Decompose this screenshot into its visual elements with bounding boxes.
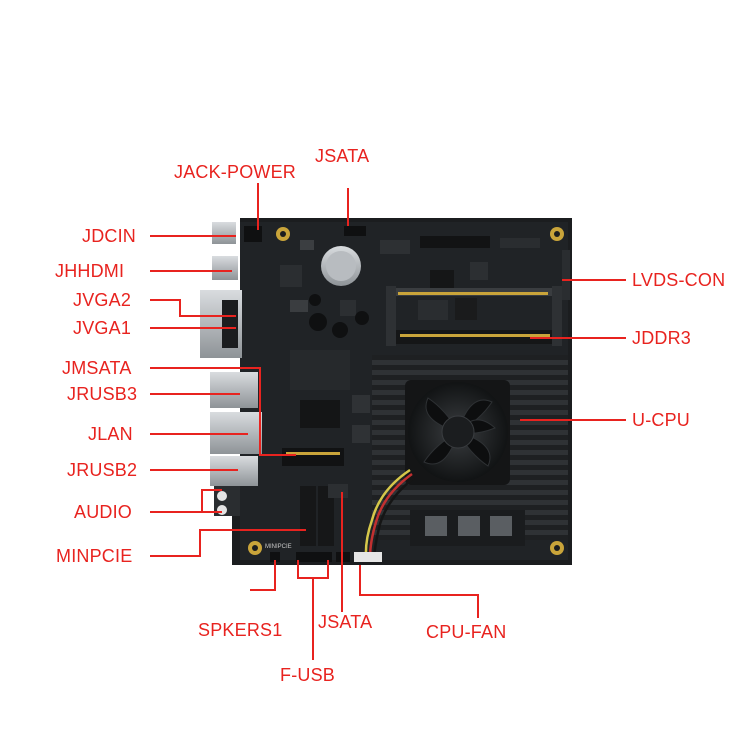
usb3-connector xyxy=(210,372,258,408)
label-u-cpu: U-CPU xyxy=(632,410,690,430)
label-minpcie: MINPCIE xyxy=(56,546,133,566)
dc-jack-connector xyxy=(212,222,236,244)
leader-jvga2 xyxy=(150,299,236,317)
label-jrusb3: JRUSB3 xyxy=(67,384,138,404)
leader-cpu-fan xyxy=(359,565,479,618)
label-jsata-top: JSATA xyxy=(315,146,370,166)
label-jlan: JLAN xyxy=(88,424,133,444)
leader-spkers1 xyxy=(250,560,276,591)
minipcie-silkscreen: MINIPCIE xyxy=(265,544,292,550)
label-audio: AUDIO xyxy=(74,502,133,522)
label-jack-power: JACK-POWER xyxy=(174,162,297,182)
leader-jmsata xyxy=(150,367,296,456)
label-jvga1: JVGA1 xyxy=(73,318,132,338)
label-jhhdmi: JHHDMI xyxy=(55,261,125,281)
label-jvga2: JVGA2 xyxy=(73,290,132,310)
cmos-battery xyxy=(321,246,361,286)
cpu-fan xyxy=(405,380,510,485)
fan-connector xyxy=(354,552,382,562)
label-f-usb: F-USB xyxy=(280,665,335,685)
label-jrusb2: JRUSB2 xyxy=(67,460,138,480)
hdmi-connector xyxy=(212,256,238,280)
leader-audio xyxy=(150,489,222,513)
fan-cable xyxy=(364,468,415,559)
label-jmsata: JMSATA xyxy=(62,358,132,378)
leader-minpcie xyxy=(150,529,306,557)
label-jdcin: JDCIN xyxy=(82,226,136,246)
mounting-holes xyxy=(248,227,564,555)
label-jddr3: JDDR3 xyxy=(632,328,692,348)
io-connectors xyxy=(200,222,262,516)
label-lvds-con: LVDS-CON xyxy=(632,270,726,290)
label-jsata-bottom: JSATA xyxy=(318,612,373,632)
label-cpu-fan: CPU-FAN xyxy=(426,622,507,642)
leader-lines xyxy=(150,183,626,660)
label-spkers1: SPKERS1 xyxy=(198,620,283,640)
ddr3-slot xyxy=(386,286,562,346)
